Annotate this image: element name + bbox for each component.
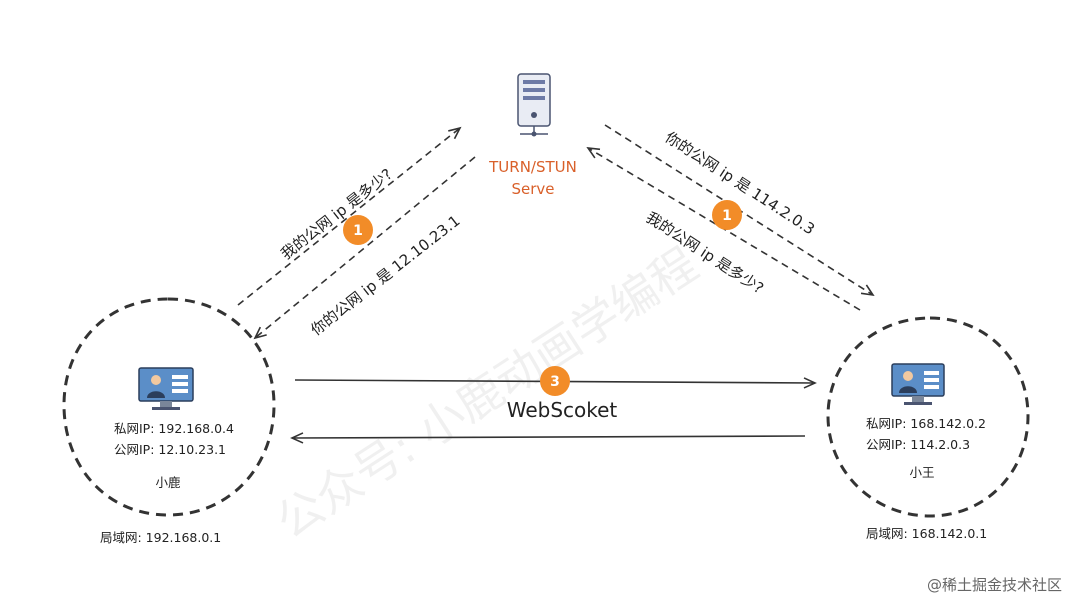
left-lan-label: 局域网: 192.168.0.1 [100, 530, 221, 545]
svg-text:1: 1 [353, 223, 363, 239]
site-credit: @稀土掘金技术社区 [927, 576, 1062, 594]
websocket-step-badge: 3 [540, 366, 570, 396]
right-computer-icon [891, 363, 945, 405]
left-public-ip: 公网IP: 12.10.23.1 [114, 442, 226, 457]
left-computer-icon [138, 367, 194, 410]
server-label-line2: Serve [511, 180, 554, 198]
right-lan-label: 局域网: 168.142.0.1 [866, 526, 987, 541]
right-public-ip: 公网IP: 114.2.0.3 [866, 437, 970, 452]
right-private-ip: 私网IP: 168.142.0.2 [866, 416, 986, 431]
left-private-ip: 私网IP: 192.168.0.4 [114, 421, 234, 436]
svg-text:1: 1 [722, 208, 732, 224]
left-host-name: 小鹿 [155, 475, 180, 490]
right-step-badge: 1 [712, 200, 742, 230]
server-icon [517, 73, 551, 137]
watermark: 公众号: 小鹿动画学编程 [267, 237, 707, 549]
right-host-name: 小王 [909, 465, 934, 480]
svg-text:3: 3 [550, 374, 560, 390]
left-request-arrow [237, 126, 462, 306]
websocket-label: WebScoket [507, 398, 618, 422]
left-step-badge: 1 [343, 215, 373, 245]
right-lan-circle [826, 316, 1030, 518]
server-label-line1: TURN/STUN [488, 158, 577, 176]
left-request-label: 我的公网 ip 是多少? [277, 165, 395, 263]
websocket-arrow-left [290, 432, 806, 444]
